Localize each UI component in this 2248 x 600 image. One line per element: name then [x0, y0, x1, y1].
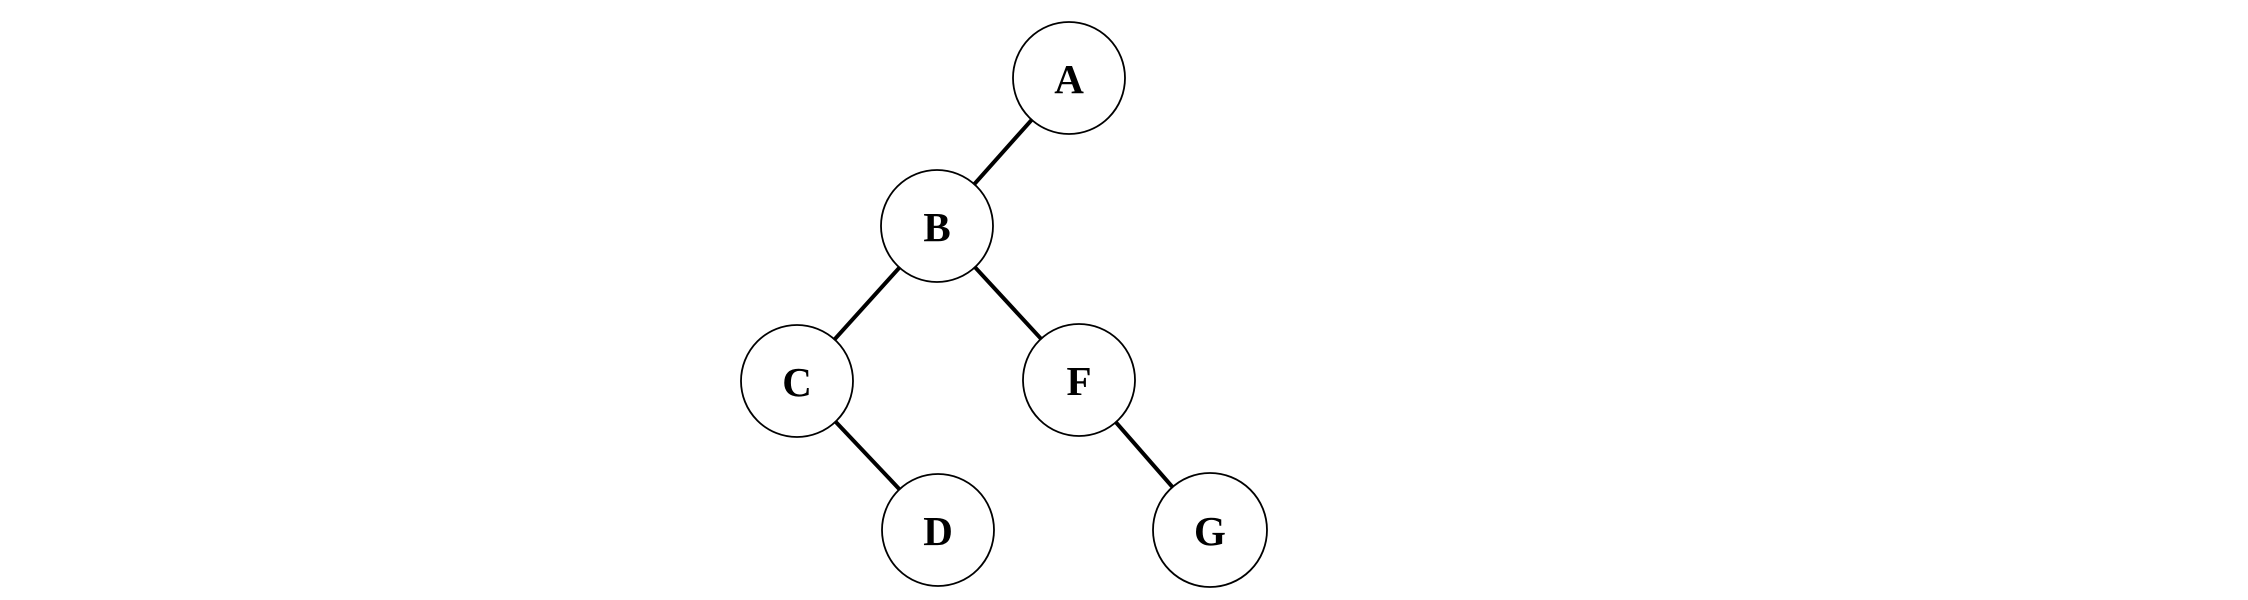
graph-node-circle-a[interactable] [1012, 21, 1126, 135]
graph-node-label-b: B [923, 204, 950, 250]
nodes-layer: A B C F D G [740, 21, 1268, 588]
graph-edge-a-b [972, 118, 1034, 186]
graph-edge-b-f [973, 265, 1043, 341]
graph-node-c[interactable]: C [740, 324, 854, 438]
graph-node-circle-d[interactable] [881, 473, 995, 587]
graph-node-circle-g[interactable] [1152, 472, 1268, 588]
graph-node-g[interactable]: G [1152, 472, 1268, 588]
graph-node-b[interactable]: B [880, 169, 994, 283]
graph-node-label-g: G [1194, 508, 1226, 554]
graph-node-circle-f[interactable] [1022, 323, 1136, 437]
graph-node-circle-c[interactable] [740, 324, 854, 438]
graph-edge-b-c [833, 266, 901, 341]
edges-layer [833, 118, 1175, 491]
graph-edge-c-d [834, 420, 901, 491]
graph-node-a[interactable]: A [1012, 21, 1126, 135]
graph-node-d[interactable]: D [881, 473, 995, 587]
graph-node-label-f: F [1066, 358, 1091, 404]
graph-node-label-c: C [782, 359, 812, 405]
graph-node-circle-b[interactable] [880, 169, 994, 283]
graph-edge-f-g [1114, 420, 1175, 489]
graph-node-label-d: D [923, 508, 953, 554]
graph-node-label-a: A [1054, 56, 1084, 102]
graph-node-f[interactable]: F [1022, 323, 1136, 437]
